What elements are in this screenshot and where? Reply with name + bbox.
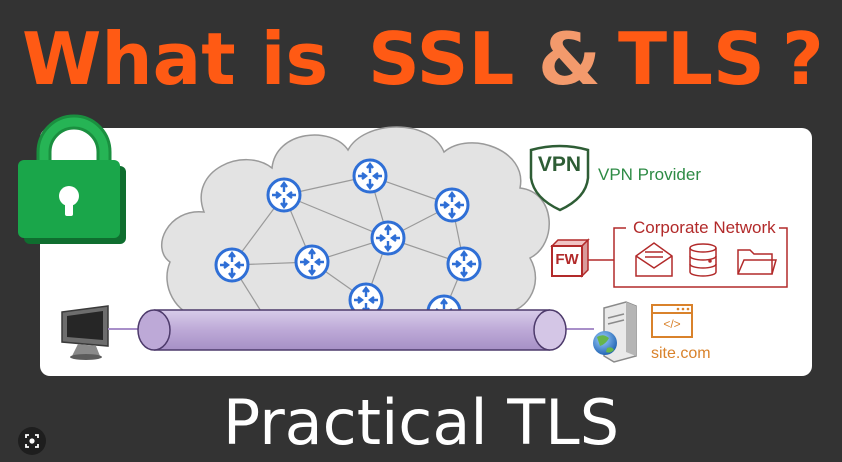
- folder-icon: [737, 249, 777, 275]
- title-what-is: What is: [22, 17, 329, 101]
- computer-monitor-icon: [61, 305, 109, 360]
- tls-tunnel: [137, 309, 567, 351]
- corporate-network-label: Corporate Network: [630, 218, 779, 238]
- main-title: What is SSL & TLS ?: [0, 14, 842, 104]
- title-question: ?: [782, 17, 824, 101]
- title-tls: TLS: [618, 17, 765, 101]
- router-icon: [294, 244, 330, 280]
- router-icon: [214, 247, 250, 283]
- subtitle: Practical TLS: [222, 386, 620, 459]
- title-ssl: SSL: [368, 17, 515, 101]
- vpn-provider-label: VPN Provider: [598, 165, 701, 184]
- code-window-icon: [651, 304, 693, 338]
- router-icon: [352, 158, 388, 194]
- globe-icon: [593, 331, 617, 355]
- title-ampersand: &: [538, 17, 601, 101]
- vpn-badge-text: VPN: [537, 153, 582, 176]
- router-icon: [370, 220, 406, 256]
- email-icon: [635, 242, 673, 277]
- padlock-icon: [18, 114, 126, 244]
- router-icon: [434, 187, 470, 223]
- router-icon: [266, 177, 302, 213]
- firewall-icon: [550, 238, 590, 278]
- router-icon: [446, 246, 482, 282]
- code-glyph: </>: [663, 317, 681, 331]
- database-icon: [689, 243, 717, 277]
- site-label: site.com: [651, 345, 711, 362]
- firewall-label: FW: [555, 251, 579, 268]
- lens-glyph: [25, 434, 39, 448]
- vpn-shield-icon: [529, 144, 590, 212]
- lens-icon[interactable]: [18, 427, 46, 455]
